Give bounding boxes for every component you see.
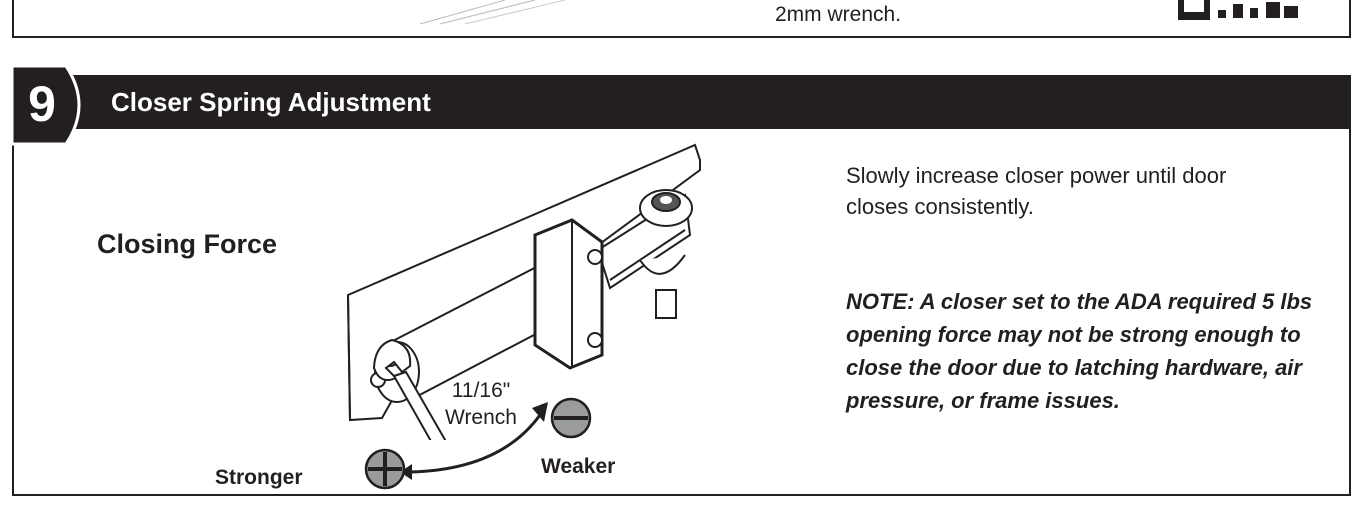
step-number: 9 bbox=[28, 76, 56, 132]
door-closer-illustration bbox=[346, 143, 701, 440]
instruction-text: Slowly increase closer power until door … bbox=[846, 163, 1227, 219]
weaker-label: Weaker bbox=[541, 455, 616, 478]
curved-arrow-icon bbox=[400, 402, 548, 480]
previous-step-text: 2mm wrench. bbox=[775, 3, 902, 26]
wrench-size-value: 11/16" bbox=[451, 379, 511, 402]
stronger-label: Stronger bbox=[215, 466, 303, 489]
previous-step-sketch bbox=[419, 0, 566, 25]
wrench-label: Wrench bbox=[445, 406, 517, 429]
wrench-size-label: 11/16" Wrench bbox=[426, 377, 536, 431]
step-header bbox=[12, 75, 1351, 129]
page-title: Closer Spring Adjustment bbox=[111, 87, 431, 117]
previous-step-panel bbox=[12, 0, 1351, 38]
closing-force-heading: Closing Force bbox=[97, 229, 278, 259]
step-number-badge bbox=[10, 64, 81, 146]
plus-icon bbox=[364, 448, 406, 490]
note-text: NOTE: A closer set to the ADA required 5… bbox=[846, 289, 1313, 413]
minus-icon bbox=[550, 397, 592, 439]
qr-code-icon bbox=[1178, 0, 1298, 20]
